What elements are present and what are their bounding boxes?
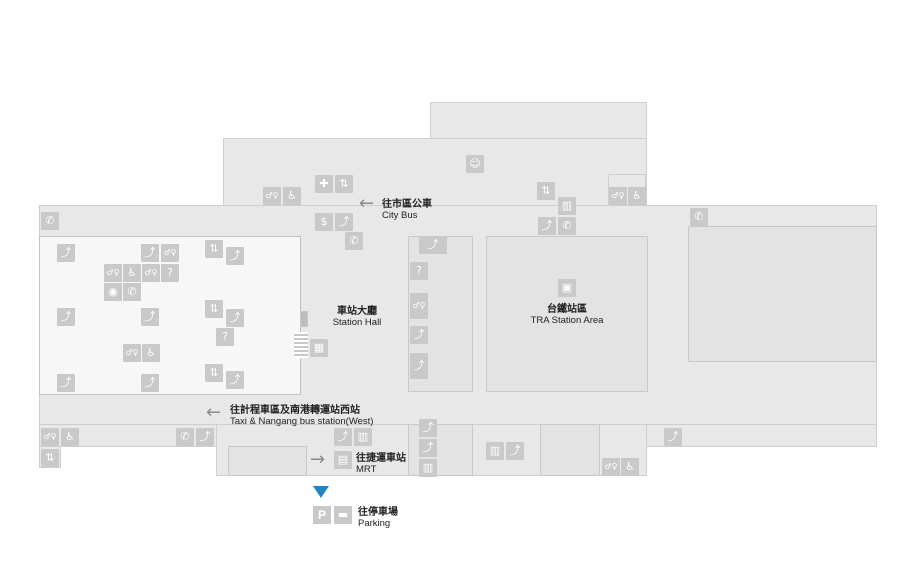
- phone-icon: ✆: [558, 217, 576, 235]
- restroom-icon: ♂♀: [410, 293, 428, 319]
- escalator-icon: ⤴: [334, 428, 352, 446]
- tra-area-label-zh: 台鐵站區: [547, 304, 587, 315]
- train-icon: ▣: [558, 279, 576, 297]
- restroom-icon: ♂♀: [123, 344, 141, 362]
- elevator-icon: ⇅: [205, 300, 223, 318]
- escalator-icon: ⤴: [410, 326, 428, 344]
- wifi-icon: ◉: [104, 283, 122, 301]
- direction-marker-icon: [313, 486, 329, 498]
- escalator-icon: ⤴: [664, 428, 682, 446]
- escalator-icon: ⤴: [410, 353, 428, 379]
- mrt-label: 往捷運車站 MRT: [356, 449, 406, 475]
- escalator-icon: ⤴: [419, 419, 437, 437]
- escalator-icon: ⤴: [226, 371, 244, 389]
- station-hall-label: 車站大廳 Station Hall: [325, 302, 389, 328]
- stairs-icon: ▦: [310, 339, 328, 357]
- info-icon: ?: [161, 264, 179, 282]
- elevator-icon: ⇅: [205, 240, 223, 258]
- escalator-icon: ⤴: [538, 217, 556, 235]
- parking-icon: P: [313, 506, 331, 524]
- first-aid-icon: ✚: [315, 175, 333, 193]
- elevator-icon: ⇅: [537, 182, 555, 200]
- west-hall: [39, 236, 301, 395]
- south-east-strip: [646, 424, 877, 447]
- accessible-icon: ♿: [142, 344, 160, 362]
- city-bus-arrow-icon: ←: [359, 193, 375, 214]
- baby-care-icon: ☺: [466, 155, 484, 173]
- station-hall-label-zh: 車站大廳: [337, 306, 377, 317]
- mrt-label-zh: 往捷運車站: [356, 453, 406, 464]
- accessible-icon: ♿: [283, 187, 301, 205]
- taxi-label-en: Taxi & Nangang bus station(West): [230, 416, 374, 427]
- phone-icon: ✆: [345, 232, 363, 250]
- elevator-icon: ⇅: [205, 364, 223, 382]
- mrt-arrow-icon: →: [310, 449, 326, 470]
- shop-icon: ▥: [354, 428, 372, 446]
- phone-icon: ✆: [123, 283, 141, 301]
- taxi-label: 往計程車區及南港轉運站西站 Taxi & Nangang bus station…: [230, 401, 373, 427]
- escalator-icon: ⤴: [335, 213, 353, 231]
- escalator-icon: ⤴: [57, 244, 75, 262]
- restroom-icon: ♂♀: [161, 244, 179, 262]
- city-bus-label-zh: 往市區公車: [382, 199, 432, 210]
- escalator-icon: ⤴: [57, 308, 75, 326]
- station-hall-label-en: Station Hall: [332, 317, 382, 328]
- escalator-icon: ⤴: [226, 309, 244, 327]
- escalator-icon: ⤴: [419, 236, 447, 254]
- north-upper-area: [430, 102, 647, 142]
- info-icon: ?: [216, 328, 234, 346]
- elevator-icon: ⇅: [41, 449, 59, 467]
- shop-icon: ▥: [419, 459, 437, 477]
- restroom-icon: ♂♀: [41, 428, 59, 446]
- phone-icon: ✆: [176, 428, 194, 446]
- mrt-label-en: MRT: [356, 464, 377, 475]
- city-bus-label-en: City Bus: [382, 210, 418, 221]
- phone-icon: ✆: [41, 212, 59, 230]
- phone-icon: ✆: [690, 208, 708, 226]
- east-room: [688, 226, 877, 362]
- restroom-icon: ♂♀: [263, 187, 281, 205]
- escalator-icon: ⤴: [419, 439, 437, 457]
- restroom-icon: ♂♀: [602, 458, 620, 476]
- tra-area-label: 台鐵站區 TRA Station Area: [517, 300, 617, 326]
- taxi-label-zh: 往計程車區及南港轉運站西站: [230, 405, 360, 416]
- escalator-icon: ⤴: [141, 308, 159, 326]
- restroom-icon: ♂♀: [104, 264, 122, 282]
- accessible-icon: ♿: [123, 264, 141, 282]
- accessible-icon: ♿: [621, 458, 639, 476]
- shop-icon: ▥: [558, 197, 576, 215]
- taxi-arrow-icon: ←: [206, 402, 222, 423]
- restroom-icon: ♂♀: [142, 264, 160, 282]
- south-room-left: [228, 446, 307, 476]
- parking-label-en: Parking: [358, 518, 391, 529]
- accessible-icon: ♿: [61, 428, 79, 446]
- accessible-icon: ♿: [628, 187, 646, 205]
- parking-label-zh: 往停車場: [358, 507, 398, 518]
- south-room-right: [540, 424, 600, 476]
- shop-icon: ▥: [486, 442, 504, 460]
- parking-label: 往停車場 Parking: [358, 503, 398, 529]
- elevator-icon: ⇅: [335, 175, 353, 193]
- escalator-icon: ⤴: [141, 374, 159, 392]
- car-icon: ▬: [334, 506, 352, 524]
- atm-icon: $: [315, 213, 333, 231]
- escalator-icon: ⤴: [57, 374, 75, 392]
- bus-icon: ▤: [334, 451, 352, 469]
- escalator-icon: ⤴: [196, 428, 214, 446]
- hall-divider: [300, 311, 308, 327]
- escalator-icon: ⤴: [141, 244, 159, 262]
- escalator-icon: ⤴: [226, 247, 244, 265]
- city-bus-label: 往市區公車 City Bus: [382, 195, 432, 221]
- hall-stairs: [294, 332, 308, 358]
- south-room-center: [408, 424, 473, 476]
- tra-area-label-en: TRA Station Area: [530, 315, 604, 326]
- escalator-icon: ⤴: [506, 442, 524, 460]
- info-icon: ?: [410, 262, 428, 280]
- restroom-icon: ♂♀: [609, 187, 627, 205]
- tra-station-area: [486, 236, 648, 392]
